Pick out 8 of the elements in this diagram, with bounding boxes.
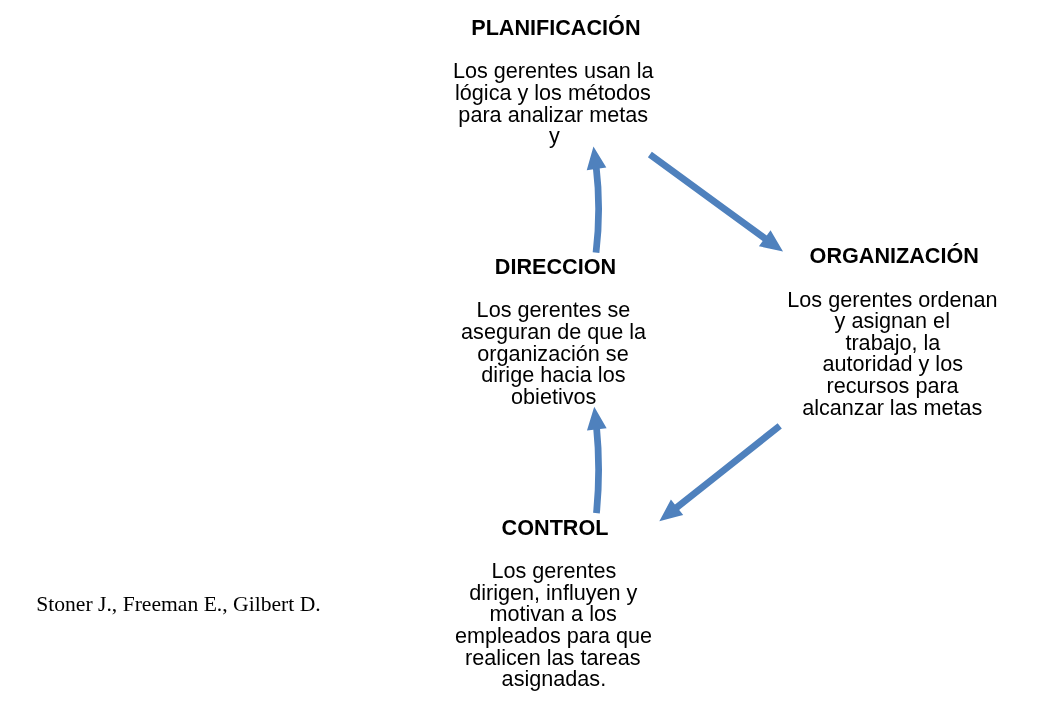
node-text: ORGANIZACIÓN Los gerentes ordenan y asignan el trabajo, la autoridad y los recursos para alcanzar las metas [787,243,998,420]
node-text: PLANIFICACIÓN Los gerentes usan la lógica y los métodos para analizar metas y [452,15,654,149]
node-text: DIRECCION Los gerentes se aseguran de que la organización se dirige hacia los obietivos [461,254,647,409]
label: Stoner J., Freeman E., Gilbert D. [36,591,321,616]
arrow [586,406,607,514]
node-text: CONTROL Los gerentes dirigen, influyen y motivan a los empleados para que realicen las tareas asignadas. [455,514,653,692]
arrow [647,151,783,252]
arrow [659,423,782,522]
